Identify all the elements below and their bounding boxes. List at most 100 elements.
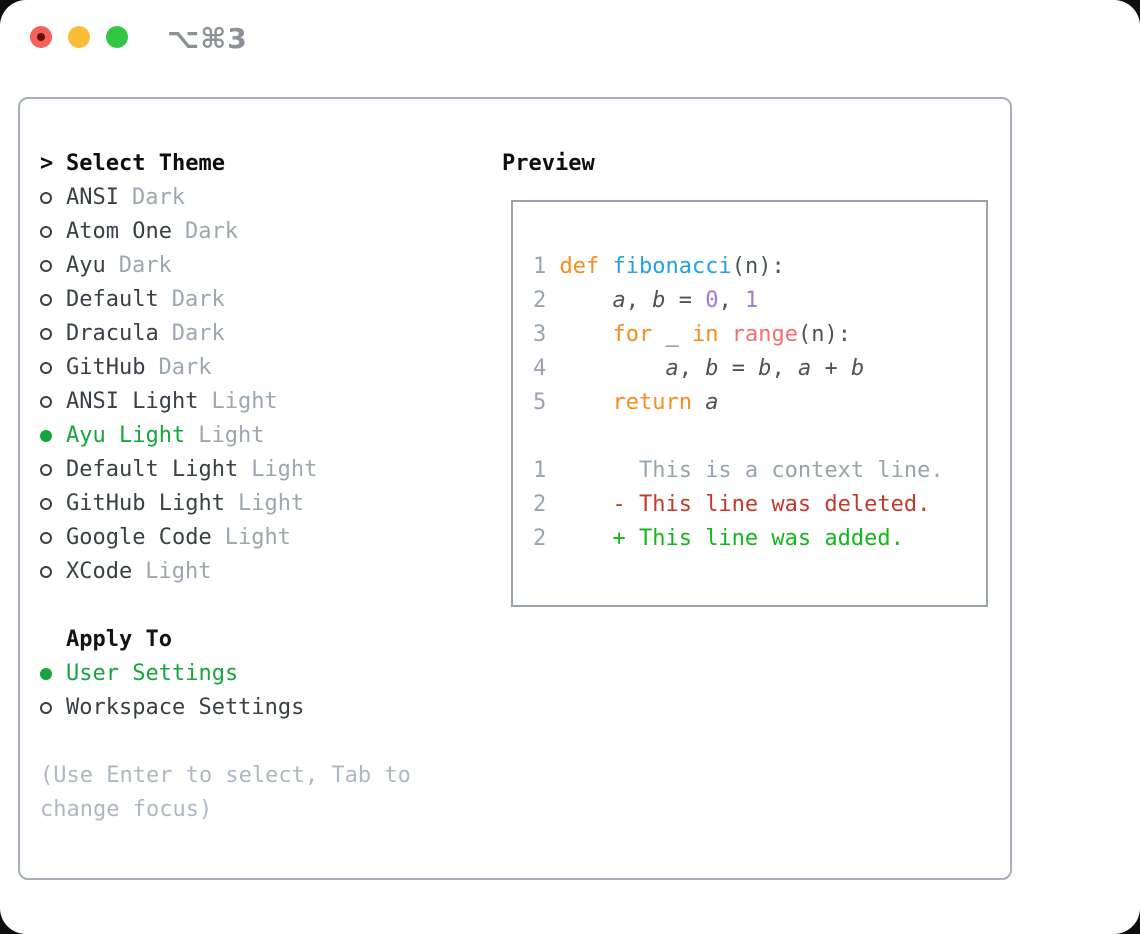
code-token: for: [612, 322, 653, 347]
blank-code-line: [533, 420, 986, 454]
code-token: a: [797, 356, 812, 381]
radio-cell: [40, 260, 66, 272]
radio-icon: [40, 702, 52, 714]
theme-name: Default Light: [66, 457, 239, 482]
preview-column: Preview 1 def fibonacci(n):2 a, b = 0, 1…: [502, 147, 990, 878]
theme-name: Atom One: [66, 219, 172, 244]
diff-line-added: 2 + This line was added.: [533, 522, 986, 556]
radio-cell: [40, 396, 66, 408]
radio-icon: [40, 464, 52, 476]
code-token: =: [718, 356, 759, 381]
apply-to-header: Apply To: [40, 623, 502, 657]
zoom-button[interactable]: [106, 26, 128, 48]
code-token: b: [705, 356, 719, 381]
apply-option-user-settings[interactable]: User Settings: [40, 657, 502, 691]
theme-name: Dracula: [66, 321, 159, 346]
diff-text: This is a context line.: [546, 458, 944, 483]
radio-cell: [40, 702, 66, 714]
theme-variant-tag: Dark: [184, 219, 238, 244]
apply-option-name: Workspace Settings: [66, 695, 305, 720]
radio-cell: [40, 328, 66, 340]
theme-variant-tag: Dark: [131, 185, 185, 210]
code-token: [599, 254, 612, 279]
code-token: b: [850, 356, 865, 381]
radio-cell: [40, 668, 66, 680]
code-token: [560, 288, 613, 313]
radio-icon: [40, 532, 52, 544]
radio-cell: [40, 498, 66, 510]
code-token: _: [652, 322, 692, 347]
code-line: 2 a, b = 0, 1: [533, 284, 986, 318]
radio-cell: [40, 362, 66, 374]
radio-cell: [40, 430, 66, 442]
prompt-cell: >: [40, 147, 66, 181]
line-number: 1: [533, 458, 547, 483]
radio-icon: [40, 362, 52, 374]
theme-list-header: > Select Theme: [40, 147, 502, 181]
diff-line-context: 1 This is a context line.: [533, 454, 986, 488]
code-token: 0: [705, 288, 719, 313]
theme-option-default[interactable]: Default Dark: [40, 283, 502, 317]
line-number: 2: [533, 526, 547, 551]
code-token: +: [811, 356, 851, 381]
radio-selected-icon: [40, 430, 52, 442]
radio-icon: [40, 226, 52, 238]
radio-icon: [40, 328, 52, 340]
line-number: 5: [533, 390, 560, 415]
theme-name: XCode: [66, 559, 133, 584]
close-button[interactable]: [30, 26, 52, 48]
line-number: 2: [533, 288, 560, 313]
theme-name: Google Code: [66, 525, 212, 550]
diff-text: + This line was added.: [546, 526, 904, 551]
diff-line-deleted: 2 - This line was deleted.: [533, 488, 986, 522]
code-token: (n):: [797, 322, 851, 347]
code-line: 1 def fibonacci(n):: [533, 250, 986, 284]
radio-selected-icon: [40, 668, 52, 680]
preview-header-row: Preview: [502, 147, 990, 181]
code-token: ,: [625, 288, 653, 313]
code-token: [560, 390, 613, 415]
radio-cell: [40, 226, 66, 238]
code-token: a: [612, 288, 626, 313]
apply-option-workspace-settings[interactable]: Workspace Settings: [40, 691, 502, 725]
code-token: [560, 356, 666, 381]
theme-name: Default: [66, 287, 159, 312]
theme-variant-tag: Dark: [171, 287, 225, 312]
radio-icon: [40, 498, 52, 510]
code-token: ,: [718, 288, 745, 313]
code-token: return: [612, 390, 692, 415]
minimize-button[interactable]: [68, 26, 90, 48]
radio-cell: [40, 192, 66, 204]
code-token: =: [665, 288, 706, 313]
theme-variant-tag: Light: [237, 491, 305, 516]
code-token: b: [652, 288, 666, 313]
radio-cell: [40, 566, 66, 578]
line-number: 1: [533, 254, 560, 279]
code-token: a: [705, 390, 719, 415]
radio-icon: [40, 396, 52, 408]
radio-cell: [40, 294, 66, 306]
code-token: ,: [678, 356, 706, 381]
radio-cell: [40, 464, 66, 476]
code-token: in: [691, 322, 719, 347]
code-token: ,: [771, 356, 798, 381]
help-text: (Use Enter to select, Tab to change focu…: [40, 759, 502, 827]
theme-option-atom-one[interactable]: Atom One Dark: [40, 215, 502, 249]
diff-text: - This line was deleted.: [546, 492, 931, 517]
code-token: fibonacci: [612, 254, 732, 279]
